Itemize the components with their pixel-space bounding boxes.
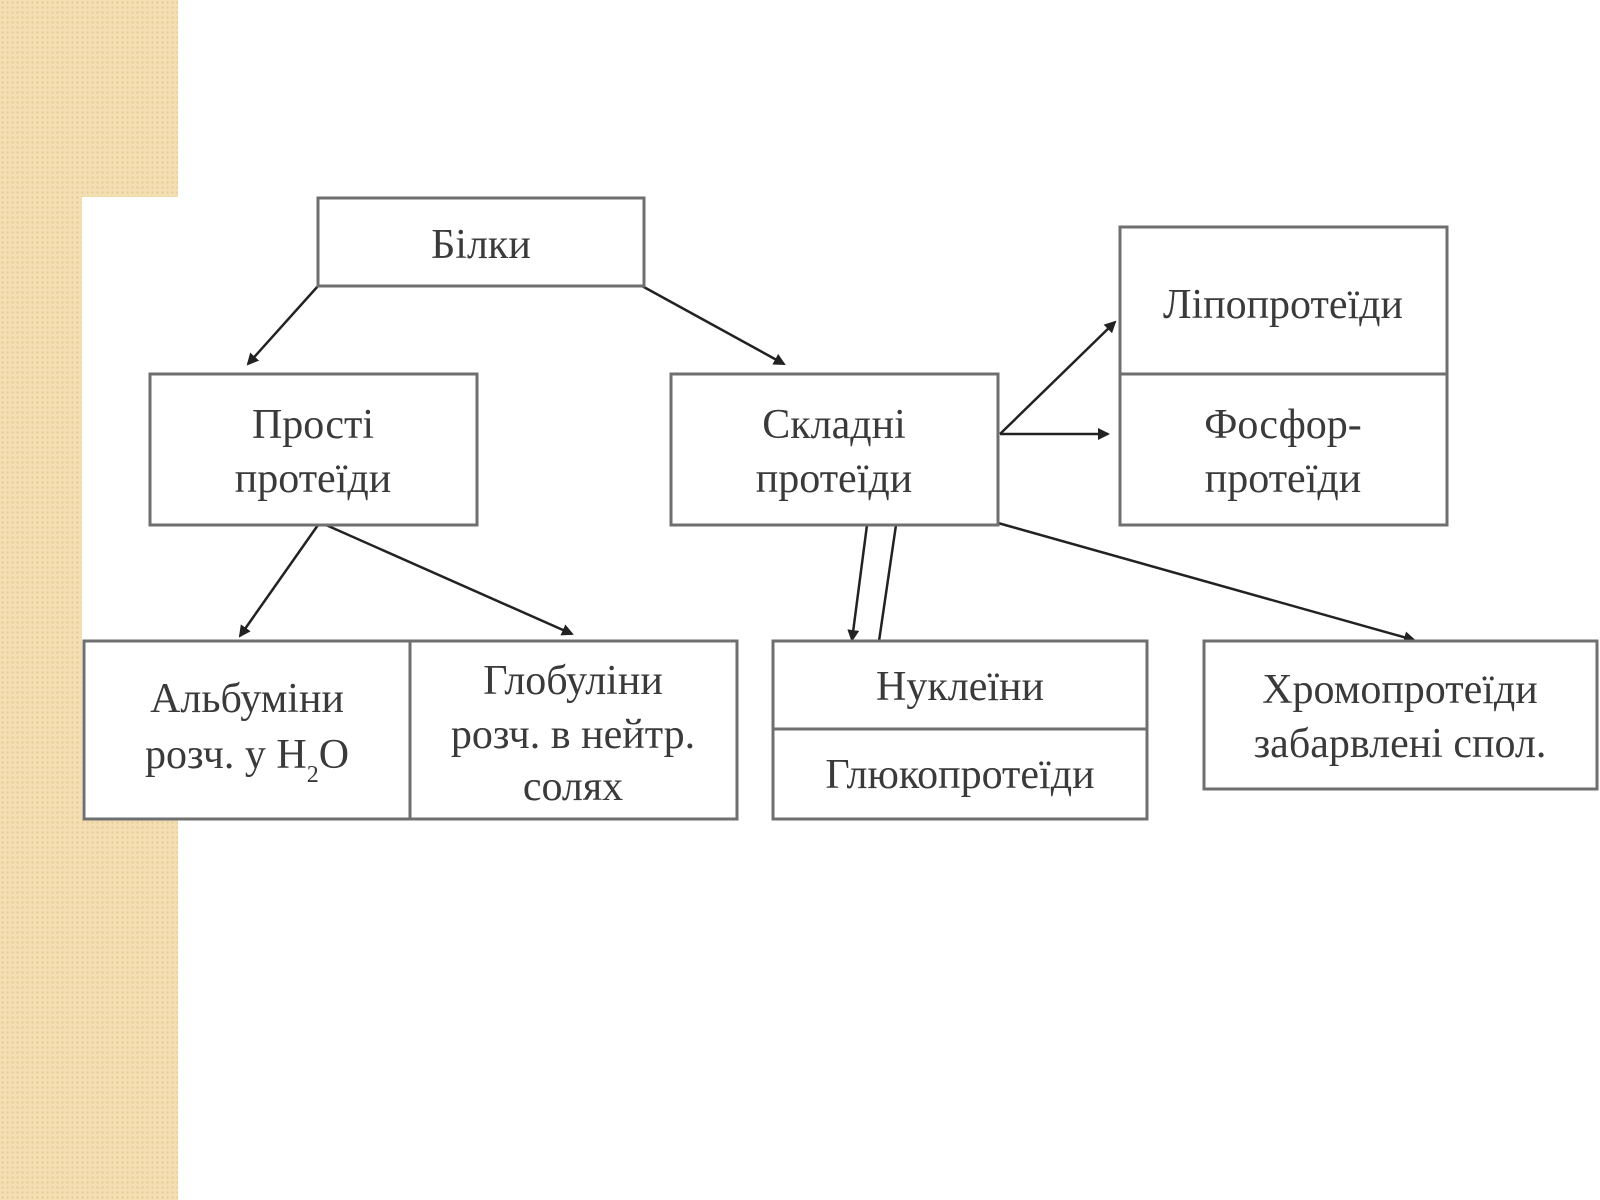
node-globuliny-line1: Глобуліни: [483, 658, 663, 704]
arrow-skladni-to-nukleiny: [847, 524, 869, 642]
arrow-skladni-to-khromoproteidy: [997, 521, 1416, 644]
node-glyukoproteidy-label: Глюкопротеїди: [825, 752, 1094, 798]
node-lipoproteidy-label: Ліпопротеїди: [1163, 282, 1403, 328]
arrow-prosti-to-albuminy: [238, 524, 320, 638]
arrow-bilky-to-prosti: [246, 285, 319, 366]
node-nukleiny-label: Нуклеїни: [876, 664, 1044, 710]
node-albuminy-globuliny-group: Альбуміни розч. у H2O Глобуліни розч. в …: [82, 639, 739, 821]
node-skladni-line1: Складні: [762, 402, 906, 448]
node-fosforproteidy-line1: Фосфор-: [1204, 402, 1362, 448]
connectors: [238, 284, 1416, 732]
node-prosti-proteidy: Прості протеїди: [148, 372, 479, 527]
arrow-prosti-to-globuliny: [325, 523, 574, 636]
arrow-bilky-to-skladni: [641, 284, 786, 366]
node-bilky: Білки: [316, 196, 646, 288]
node-bilky-label: Білки: [431, 222, 531, 268]
node-khromoproteidy-line1: Хромопротеїди: [1262, 667, 1538, 713]
node-prosti-line1: Прості: [252, 402, 374, 448]
node-fosforproteidy-line2: протеїди: [1205, 456, 1361, 502]
node-albuminy-line2: розч. у H2O: [145, 732, 349, 788]
node-lipo-fosfor-group: Ліпопротеїди Фосфор- протеїди: [1118, 225, 1449, 527]
arrow-skladni-to-lipoproteidy: [999, 320, 1117, 435]
node-globuliny-line3: солях: [523, 764, 623, 810]
node-khromoproteidy: Хромопротеїди забарвлені спол.: [1202, 639, 1599, 791]
node-khromoproteidy-line2: забарвлені спол.: [1254, 721, 1547, 767]
node-albuminy-line1: Альбуміни: [150, 676, 344, 722]
node-skladni-proteidy: Складні протеїди: [669, 372, 1000, 527]
node-skladni-line2: протеїди: [756, 456, 912, 502]
node-globuliny-line2: розч. в нейтр.: [451, 712, 695, 758]
node-nukleiny-glyuko-group: Нуклеїни Глюкопротеїди: [771, 639, 1149, 821]
node-prosti-line2: протеїди: [235, 456, 391, 502]
